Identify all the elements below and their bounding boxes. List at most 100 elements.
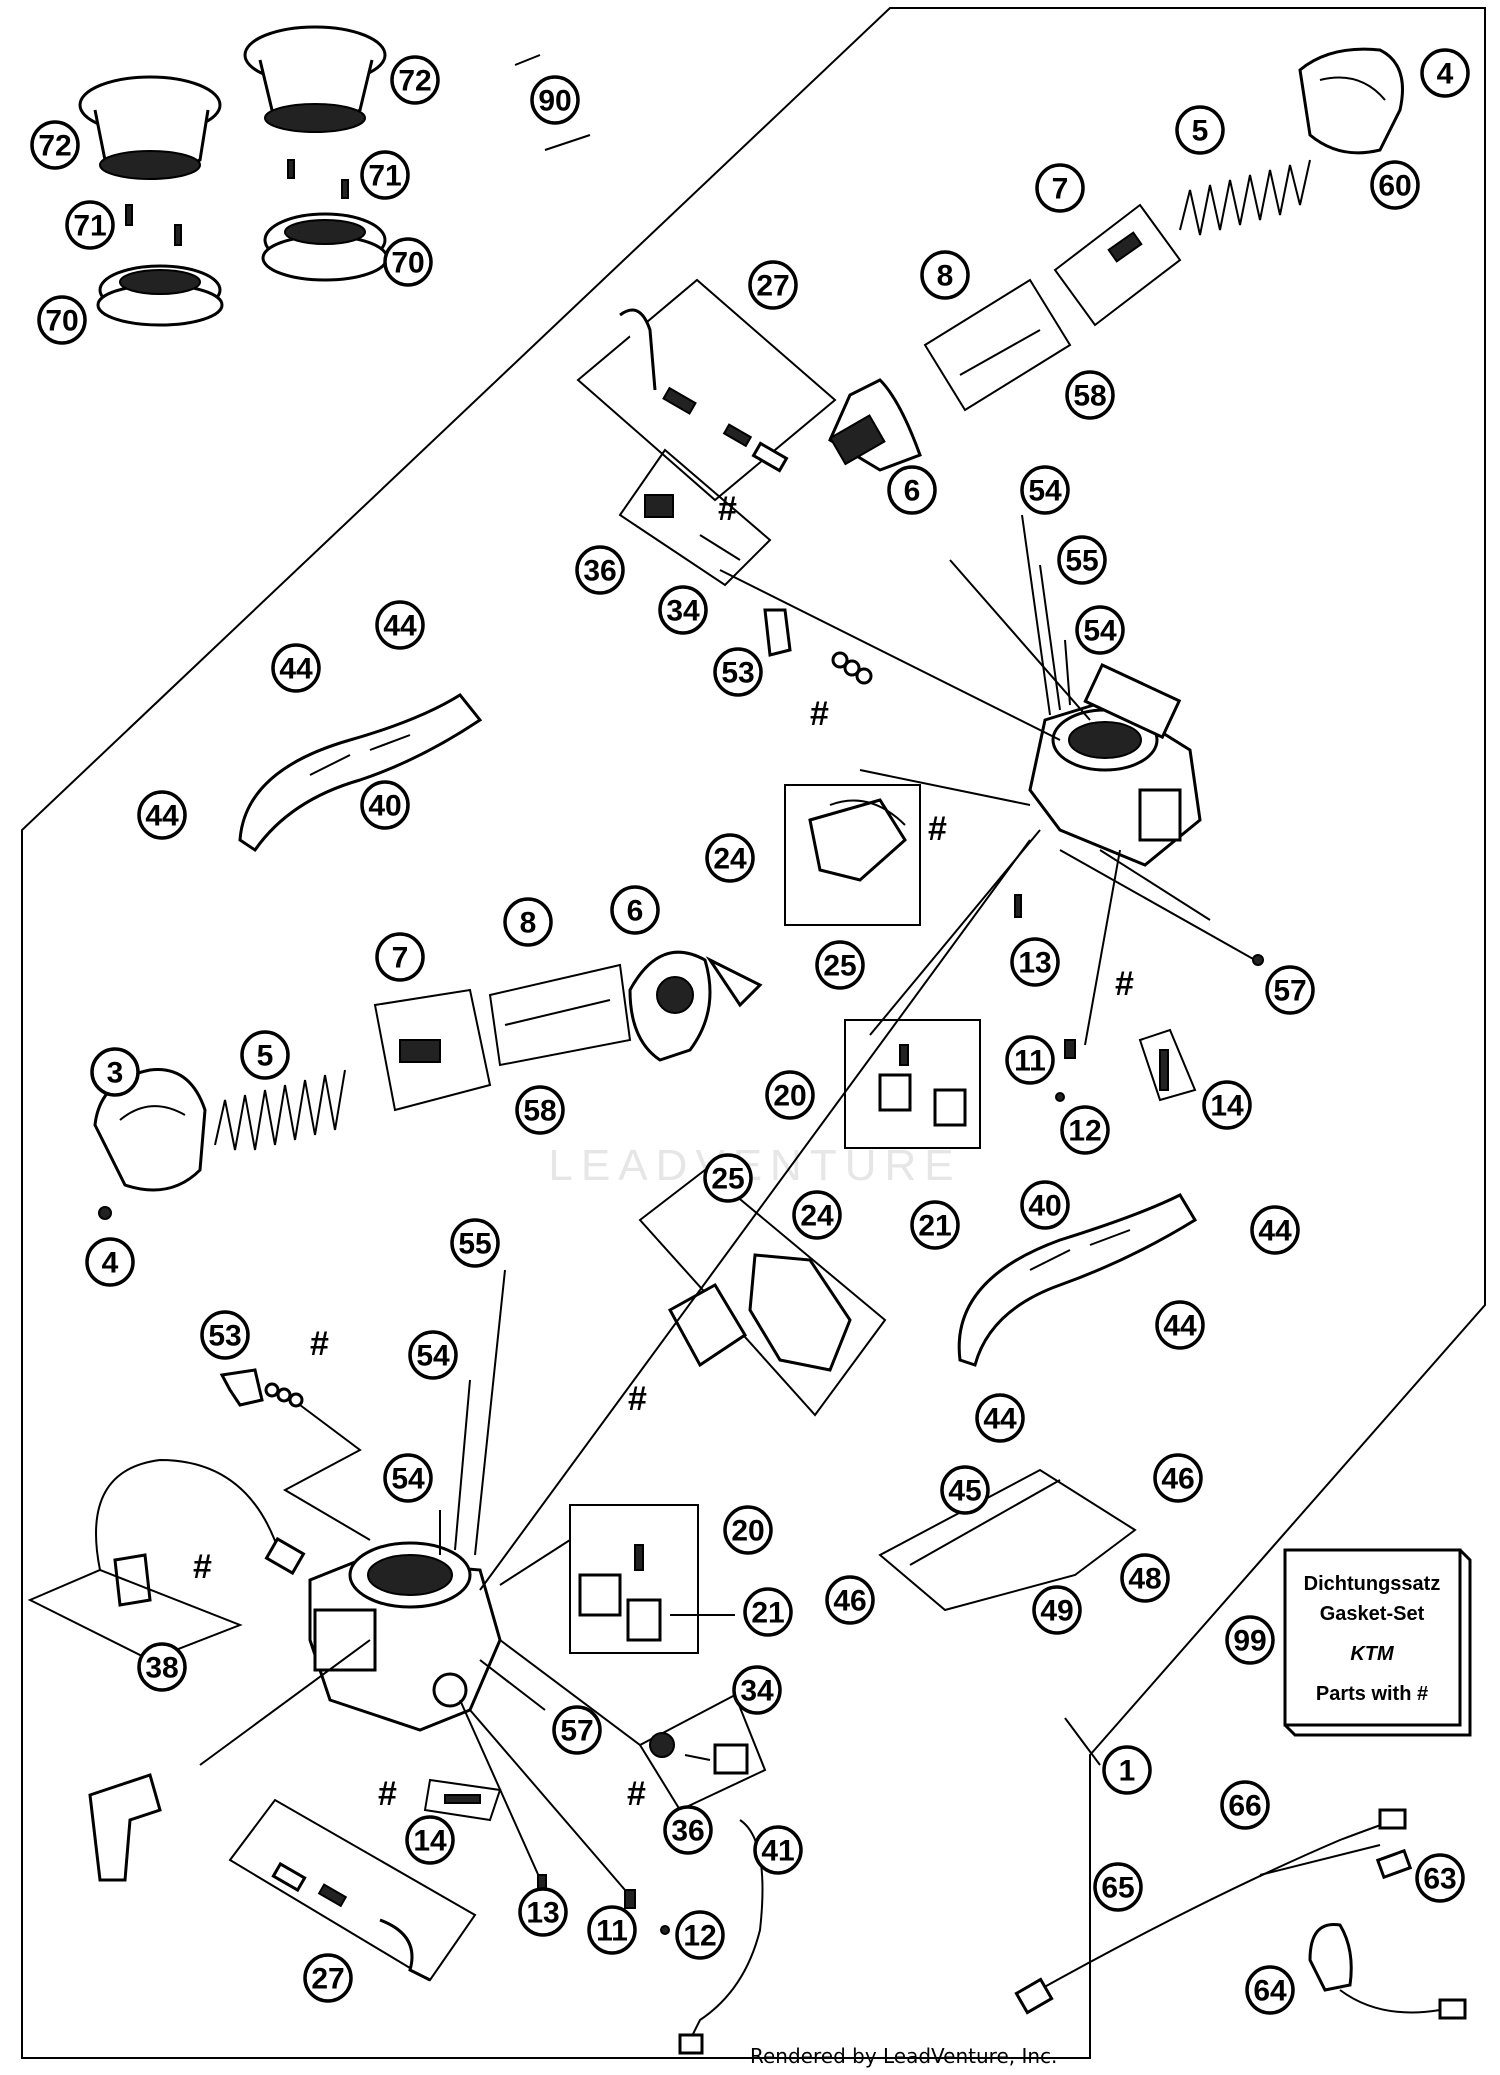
callout-number: 63: [1423, 1863, 1456, 1896]
callout-11: 11: [1005, 1035, 1055, 1085]
screw-71a: [125, 204, 133, 226]
seals-top: [831, 651, 873, 685]
throttle-sensor-38: [27, 1458, 306, 1662]
callout-circle: [383, 1453, 433, 1503]
callout-number: 6: [627, 895, 644, 928]
ball-12-top: [1055, 1092, 1065, 1102]
callout-number: 3: [107, 1057, 124, 1090]
callout-64: 64: [1245, 1965, 1295, 2015]
callout-44: 44: [137, 790, 187, 840]
callout-14: 14: [405, 1815, 455, 1865]
callout-circle: [240, 1030, 290, 1080]
callout-circle: [1075, 605, 1125, 655]
gasket-set-line2: Gasket-Set: [1320, 1603, 1425, 1625]
callout-45: 45: [940, 1465, 990, 1515]
callout-12: 12: [1060, 1105, 1110, 1155]
needle-8-left: [488, 963, 632, 1067]
callout-60: 60: [1370, 160, 1420, 210]
callout-number: 4: [102, 1247, 119, 1280]
callout-circle: [1057, 535, 1107, 585]
hash-marker: #: [378, 1775, 397, 1813]
callout-55: 55: [450, 1218, 500, 1268]
callout-circle: [137, 790, 187, 840]
callout-number: 44: [1163, 1310, 1197, 1343]
screw-57-top: [1252, 954, 1264, 966]
callout-circle: [1153, 1453, 1203, 1503]
callout-number: 72: [38, 130, 71, 163]
callout-circle: [503, 897, 553, 947]
callout-circle: [1005, 1035, 1055, 1085]
callout-53: 53: [713, 647, 763, 697]
callout-44: 44: [1250, 1205, 1300, 1255]
callout-circle: [587, 1905, 637, 1955]
carburetor-body-top: [1028, 662, 1202, 867]
callout-number: 13: [526, 1897, 559, 1930]
callout-number: 12: [1068, 1115, 1101, 1148]
callout-53: 53: [200, 1310, 250, 1360]
callout-circle: [1010, 937, 1060, 987]
callout-circle: [1245, 1965, 1295, 2015]
screw-71b: [174, 224, 182, 246]
callout-circle: [1102, 1745, 1152, 1795]
callout-number: 70: [391, 247, 424, 280]
callout-circle: [792, 1190, 842, 1240]
callout-number: 64: [1253, 1975, 1287, 2008]
callout-circle: [65, 200, 115, 250]
parts-box-20-top: [844, 1019, 981, 1149]
callout-44: 44: [1155, 1300, 1205, 1350]
callout-36: 36: [575, 545, 625, 595]
callout-number: 11: [596, 1915, 628, 1948]
callout-number: 54: [1028, 475, 1062, 508]
callout-circle: [975, 1393, 1025, 1443]
callout-number: 27: [756, 270, 789, 303]
callout-circle: [303, 1953, 353, 2003]
callout-circle: [390, 55, 440, 105]
parts-box-24-lower: [638, 1168, 887, 1417]
leader-53b: [282, 1404, 371, 1541]
leader-55b: [474, 1269, 506, 1556]
leader-54b: [1064, 639, 1071, 706]
leader-54a: [1021, 514, 1051, 716]
intake-boot-72a: [78, 75, 222, 180]
spring-5-left: [214, 1069, 346, 1151]
callout-number: 38: [145, 1652, 178, 1685]
callout-number: 8: [937, 260, 954, 293]
callout-44: 44: [375, 600, 425, 650]
callout-number: 24: [800, 1200, 834, 1233]
callout-circle: [1265, 965, 1315, 1015]
callout-7: 7: [375, 932, 425, 982]
callout-25: 25: [815, 940, 865, 990]
callout-number: 4: [1437, 58, 1454, 91]
leader-55a: [1039, 564, 1061, 711]
callout-7: 7: [1035, 163, 1085, 213]
jet-14-top: [1138, 1028, 1197, 1102]
parts-box-34-lower: [638, 1693, 767, 1812]
parts-box-20-lower: [569, 1504, 699, 1654]
needle-7-left: [373, 988, 492, 1112]
callout-57: 57: [552, 1705, 602, 1755]
callout-number: 65: [1101, 1872, 1134, 1905]
parts-box-27-lower: [228, 1798, 477, 1982]
callout-circle: [1093, 1862, 1143, 1912]
hash-markers: # # # # # # # # #: [193, 490, 1134, 1813]
ball-12-lower: [660, 1925, 670, 1935]
callout-54: 54: [383, 1453, 433, 1503]
adjuster-45: [878, 1468, 1137, 1612]
callout-20: 20: [765, 1070, 815, 1120]
callout-number: 58: [523, 1095, 556, 1128]
callout-circle: [360, 780, 410, 830]
leader-11b: [469, 1709, 626, 1891]
callout-99: 99: [1225, 1615, 1275, 1665]
callout-25: 25: [703, 1153, 753, 1203]
leader-20b: [499, 1539, 571, 1586]
callout-number: 21: [751, 1597, 784, 1630]
callout-12: 12: [675, 1910, 725, 1960]
callout-number: 54: [391, 1463, 425, 1496]
callout-number: 44: [1258, 1215, 1292, 1248]
callout-circle: [552, 1705, 602, 1755]
callout-circle: [360, 150, 410, 200]
callout-3: 3: [90, 1047, 140, 1097]
callout-number: 36: [671, 1815, 704, 1848]
callout-number: 60: [1378, 170, 1411, 203]
callout-circle: [663, 1805, 713, 1855]
